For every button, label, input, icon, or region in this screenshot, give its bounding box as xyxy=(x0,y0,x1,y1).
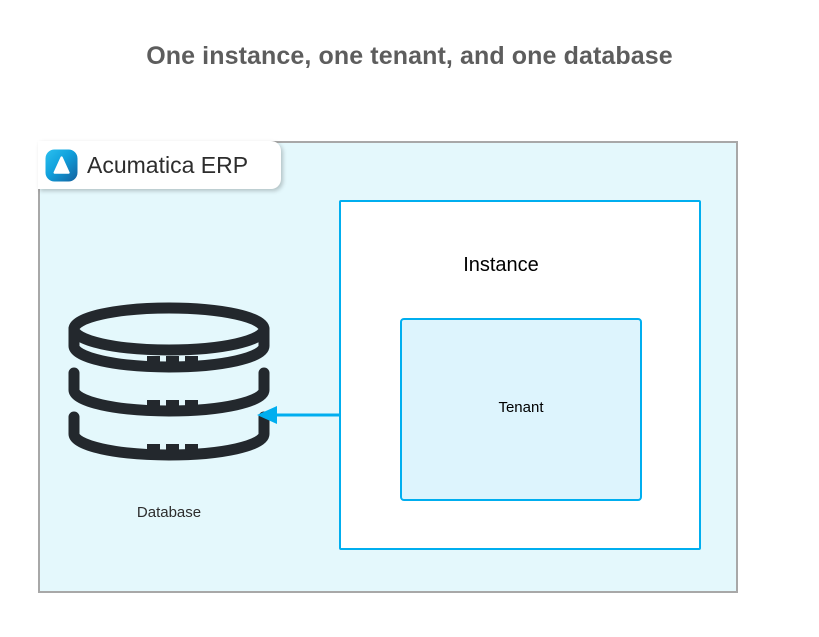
product-name-label: Acumatica ERP xyxy=(87,151,249,178)
instance-label: Instance xyxy=(463,254,539,276)
acumatica-logo-icon xyxy=(45,149,78,182)
database-cylinder-icon xyxy=(66,300,272,490)
page-title: One instance, one tenant, and one databa… xyxy=(146,42,673,70)
database-label: Database xyxy=(136,504,202,521)
tenant-box xyxy=(400,318,642,501)
tenant-label: Tenant xyxy=(498,399,544,416)
product-badge: Acumatica ERP xyxy=(38,141,281,189)
